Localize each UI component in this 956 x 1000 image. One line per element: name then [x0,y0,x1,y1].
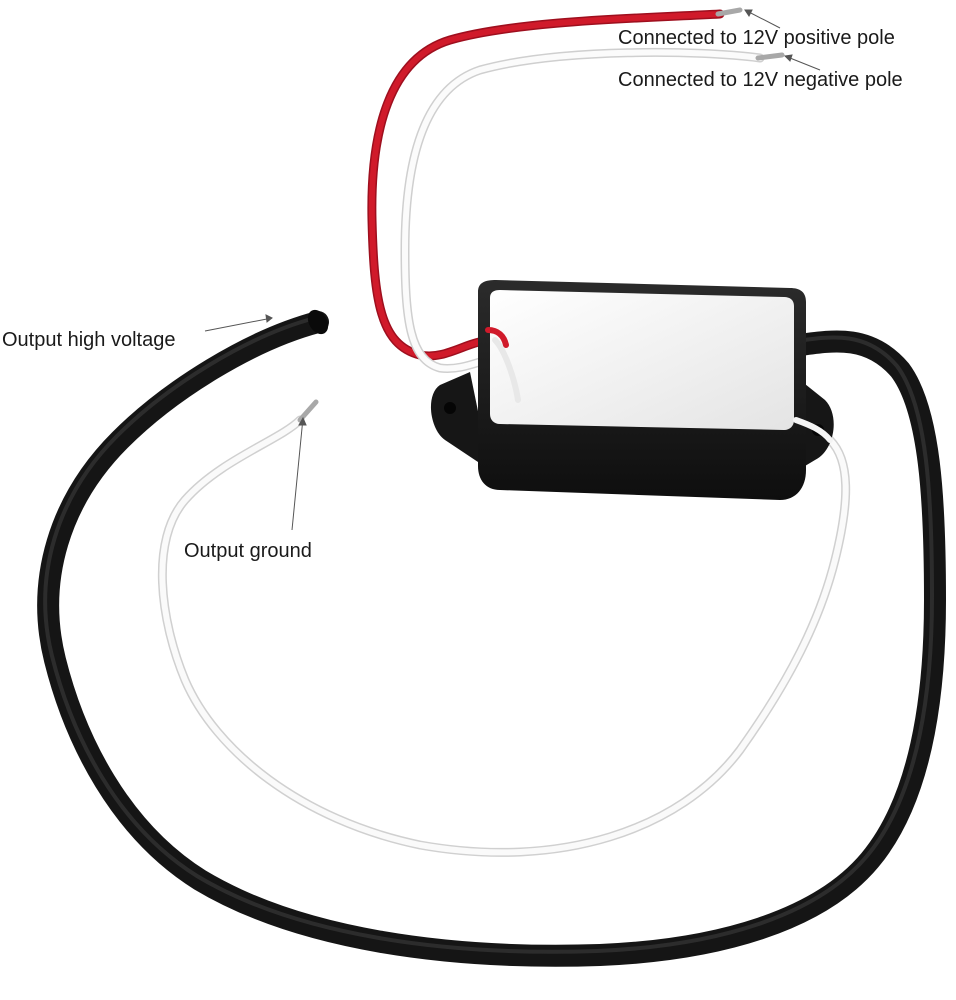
label-positive-pole: Connected to 12V positive pole [618,27,895,49]
high-voltage-cable [37,309,947,967]
converter-module [430,280,834,500]
left-flange [430,372,490,470]
arrow-ground [291,417,304,531]
label-output-high-voltage: Output high voltage [2,329,176,351]
label-negative-pole: Connected to 12V negative pole [618,69,903,91]
arrow-high-voltage [204,317,273,332]
module-face [490,290,794,430]
ground-wire [157,399,851,857]
cable-end [307,309,329,335]
red-wire-tip [715,7,743,17]
left-mount-hole [444,402,456,414]
ground-wire-tip [297,399,319,423]
white-negative-wire [400,47,785,373]
white-wire-tip [755,52,785,61]
label-output-ground: Output ground [184,540,312,562]
callout-arrows [204,9,821,531]
